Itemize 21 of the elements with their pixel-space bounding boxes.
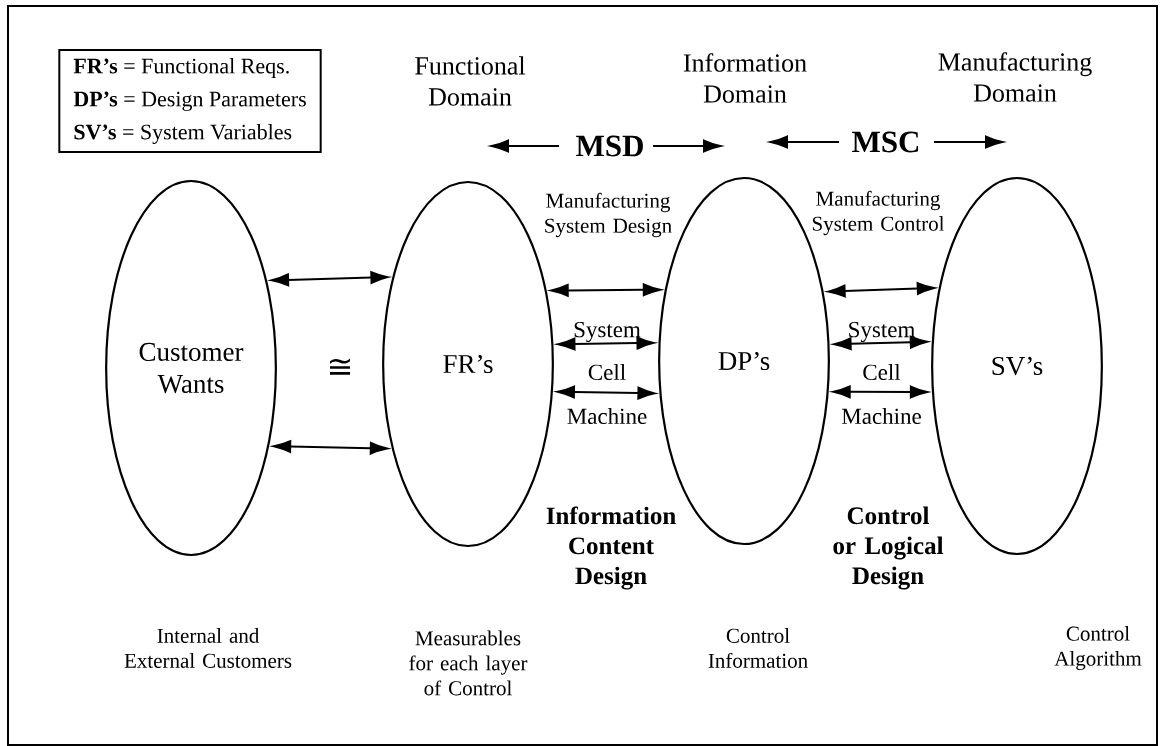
description: Control Information [708, 628, 808, 668]
edge-label: Machine [567, 407, 647, 425]
legend-box: FR’s = Functional Reqs. DP’s = Design Parameters SV’s = System Variables [58, 49, 322, 153]
description: Control Algorithm [1054, 625, 1142, 671]
design-label: Control or Logical Design [833, 506, 944, 590]
description: Internal and External Customers [124, 628, 292, 668]
label: Manufacturing System Control [812, 190, 945, 236]
section-label: MSC [852, 131, 919, 153]
description: Measurables for each layer of Control [409, 630, 528, 696]
symbol: ≅ [330, 358, 350, 375]
domain-heading: Information Domain [683, 53, 807, 103]
edge-label: Cell [588, 363, 626, 381]
edge-label: System [574, 321, 641, 343]
section-label: MSD [576, 135, 643, 157]
domain-heading: Functional Domain [415, 56, 526, 106]
edge-label: Cell [863, 363, 901, 381]
design-label: Information Content Design [546, 506, 676, 590]
double-arrow [832, 385, 929, 399]
edge-label: Machine [841, 407, 921, 425]
domain-heading: Manufacturing Domain [938, 52, 1092, 102]
label: Manufacturing System Design [545, 192, 672, 238]
